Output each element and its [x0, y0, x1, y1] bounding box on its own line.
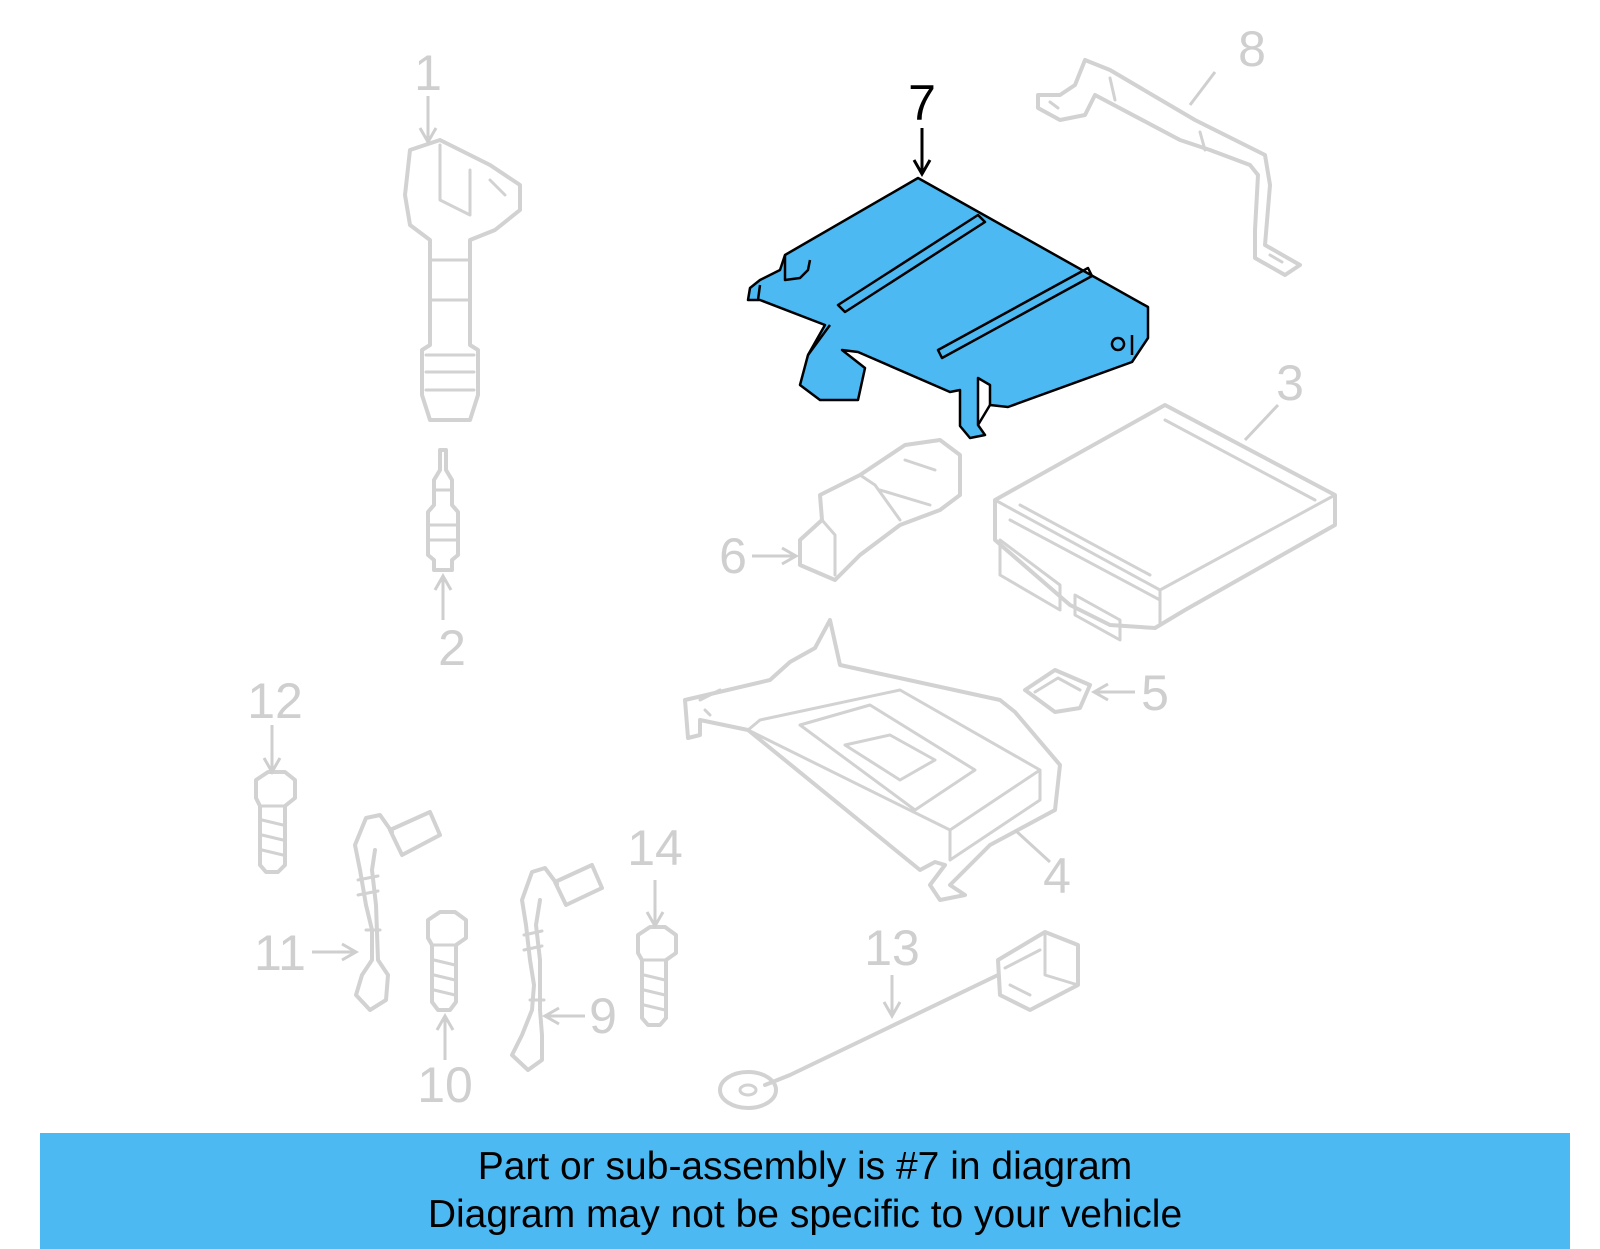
part-2-spark-plug[interactable]: [426, 448, 460, 572]
part-11-sensor[interactable]: [353, 810, 442, 1012]
part-9-sensor[interactable]: [510, 863, 604, 1072]
callout-8: 8: [1238, 21, 1266, 77]
callout-10: 10: [417, 1057, 473, 1113]
part-10-bolt[interactable]: [426, 910, 468, 1012]
banner-line-2: Diagram may not be specific to your vehi…: [427, 1193, 1183, 1236]
leader-8: [1188, 71, 1217, 106]
part-7-ecu-cover[interactable]: [746, 176, 1150, 440]
leader-4: [1013, 828, 1052, 864]
part-12-bolt[interactable]: [254, 770, 297, 874]
part-6-connector-module[interactable]: [798, 438, 962, 582]
callout-1: 1: [414, 45, 442, 101]
callout-3: 3: [1276, 355, 1304, 411]
callout-2: 2: [438, 620, 466, 676]
callout-5: 5: [1141, 665, 1169, 721]
part-8-bracket[interactable]: [1036, 58, 1302, 277]
part-5-pad[interactable]: [1023, 668, 1092, 714]
info-banner: Part or sub-assembly is #7 in diagram Di…: [40, 1133, 1570, 1249]
callout-9: 9: [589, 988, 617, 1044]
callout-7: 7: [908, 75, 936, 131]
part-1-ignition-coil[interactable]: [403, 138, 522, 422]
callout-6: 6: [719, 528, 747, 584]
leader-3: [1243, 403, 1280, 442]
callout-13: 13: [864, 920, 920, 976]
callout-4: 4: [1043, 848, 1071, 904]
part-13-knock-sensor[interactable]: [718, 930, 1080, 1110]
part-3-ecu[interactable]: [993, 403, 1337, 642]
callout-14: 14: [627, 820, 683, 876]
part-14-bolt[interactable]: [636, 925, 678, 1027]
callout-12: 12: [247, 673, 303, 729]
banner-line-1: Part or sub-assembly is #7 in diagram: [477, 1145, 1133, 1188]
part-4-tray[interactable]: [683, 618, 1062, 902]
callout-11: 11: [254, 925, 306, 981]
